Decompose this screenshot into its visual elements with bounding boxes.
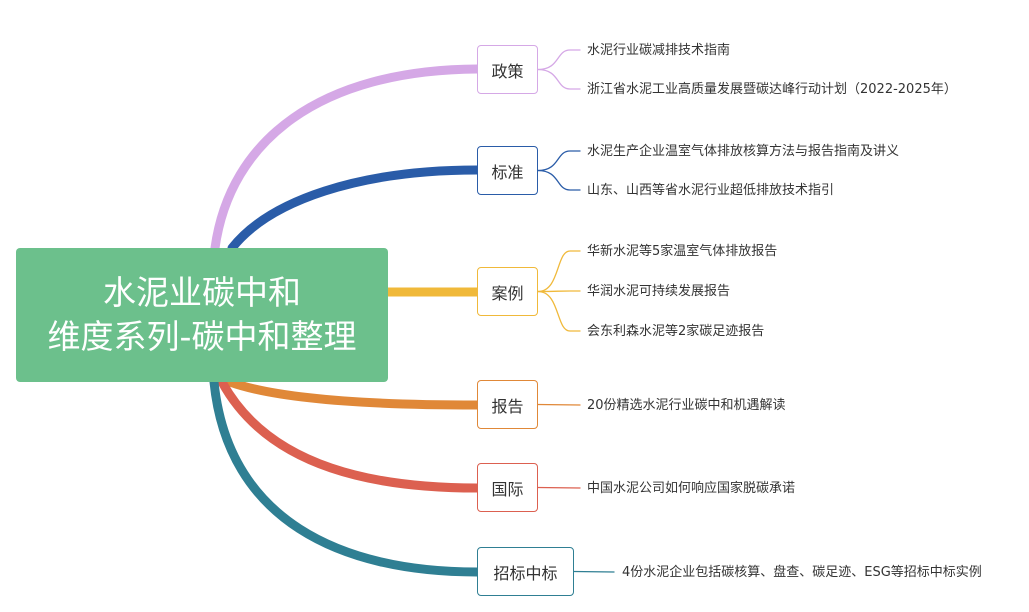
leaf-connector [537, 250, 581, 293]
branch-policy[interactable]: 政策 [477, 45, 538, 94]
leaf-tender-1[interactable]: 4份水泥企业包括碳核算、盘查、碳足迹、ESG等招标中标实例 [622, 565, 982, 580]
leaf-connector [537, 169, 581, 191]
leaf-connector [573, 570, 615, 573]
branch-standard[interactable]: 标准 [477, 146, 538, 195]
branch-tender[interactable]: 招标中标 [477, 547, 574, 596]
leaf-connector [537, 486, 581, 489]
leaf-connector [537, 290, 581, 332]
branch-label: 政策 [491, 61, 524, 81]
leaf-connector [537, 49, 581, 71]
branch-connector [227, 165, 482, 253]
branch-connector [210, 64, 482, 253]
leaf-connector [537, 403, 581, 406]
branch-reports[interactable]: 报告 [477, 380, 538, 429]
leaf-policy-1[interactable]: 水泥行业碳减排技术指南 [587, 43, 731, 58]
branch-connector [209, 377, 482, 577]
leaf-connector [537, 68, 581, 90]
branch-label: 案例 [491, 283, 524, 303]
root-topic[interactable]: 水泥业碳中和 维度系列-碳中和整理 [16, 248, 388, 382]
leaf-standard-1[interactable]: 水泥生产企业温室气体排放核算方法与报告指南及讲义 [587, 144, 900, 159]
branch-connector [217, 377, 482, 493]
leaf-cases-2[interactable]: 华润水泥可持续发展报告 [587, 284, 731, 299]
branch-label: 国际 [491, 479, 524, 499]
branch-cases[interactable]: 案例 [477, 267, 538, 316]
root-title-line2: 维度系列-碳中和整理 [47, 317, 357, 356]
root-title-line1: 水泥业碳中和 [103, 273, 301, 312]
leaf-connector [537, 150, 581, 172]
leaf-reports-1[interactable]: 20份精选水泥行业碳中和机遇解读 [587, 398, 786, 413]
branch-label: 报告 [491, 396, 524, 416]
leaf-international-1[interactable]: 中国水泥公司如何响应国家脱碳承诺 [587, 481, 796, 496]
leaf-cases-3[interactable]: 会东利森水泥等2家碳足迹报告 [587, 324, 765, 339]
branch-international[interactable]: 国际 [477, 463, 538, 512]
branch-label: 招标中标 [493, 563, 558, 583]
leaf-policy-2[interactable]: 浙江省水泥工业高质量发展暨碳达峰行动计划（2022-2025年） [587, 82, 957, 97]
leaf-cases-1[interactable]: 华新水泥等5家温室气体排放报告 [587, 244, 778, 259]
leaf-connector [537, 290, 581, 293]
branch-connector [225, 377, 482, 410]
branch-label: 标准 [491, 162, 524, 182]
leaf-standard-2[interactable]: 山东、山西等省水泥行业超低排放技术指引 [587, 183, 835, 198]
